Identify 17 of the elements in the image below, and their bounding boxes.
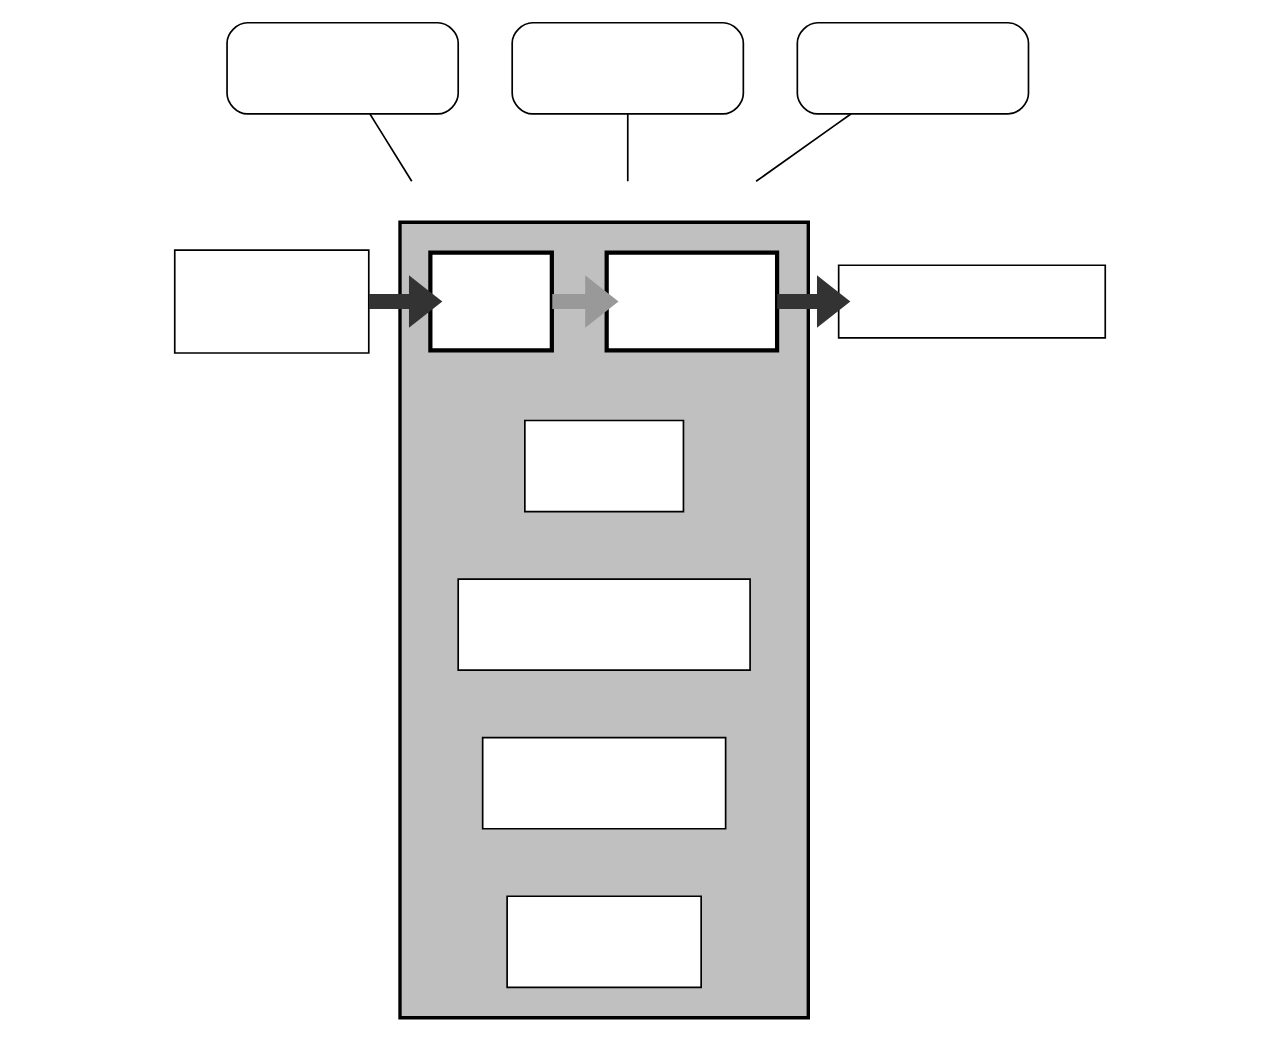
connector bbox=[368, 113, 412, 183]
node-box bbox=[480, 736, 726, 830]
node-callout bbox=[795, 21, 1029, 115]
node-callout bbox=[510, 21, 744, 115]
node-box bbox=[603, 250, 779, 353]
node-box bbox=[427, 250, 553, 353]
connector bbox=[625, 113, 628, 183]
node-box bbox=[456, 578, 750, 672]
arrow bbox=[551, 275, 618, 328]
node-box bbox=[172, 249, 369, 354]
connector bbox=[754, 113, 851, 183]
arrow bbox=[776, 275, 850, 328]
node-box bbox=[836, 264, 1106, 339]
node-box bbox=[505, 895, 701, 989]
node-callout bbox=[225, 21, 459, 115]
arrow bbox=[368, 275, 442, 328]
node-box bbox=[523, 419, 684, 513]
